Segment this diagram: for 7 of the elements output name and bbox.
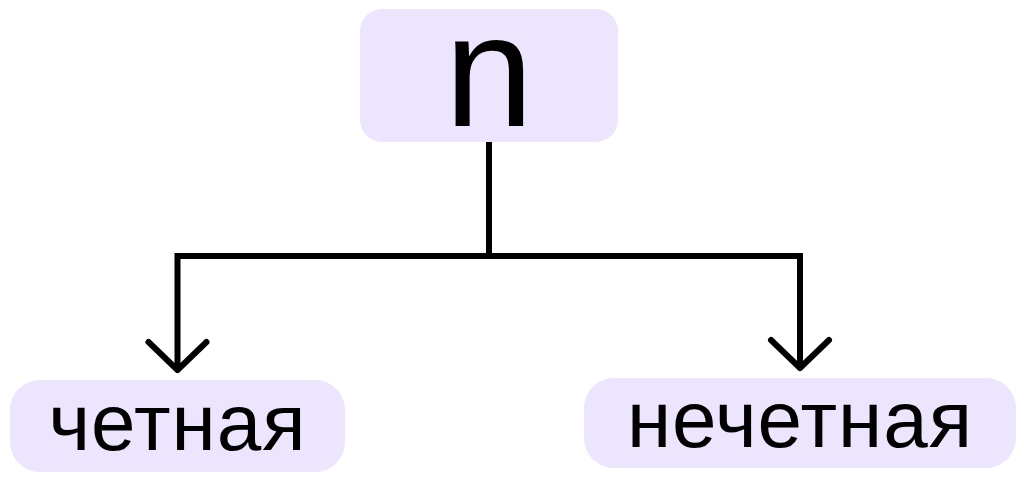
rounded-panel (360, 9, 618, 142)
rounded-panel (10, 380, 345, 472)
rounded-panel (584, 378, 1016, 468)
category-label: нечетная (626, 380, 974, 460)
arrow (486, 142, 832, 371)
variable-label: n (444, 10, 534, 131)
category-label: четная (48, 383, 307, 463)
